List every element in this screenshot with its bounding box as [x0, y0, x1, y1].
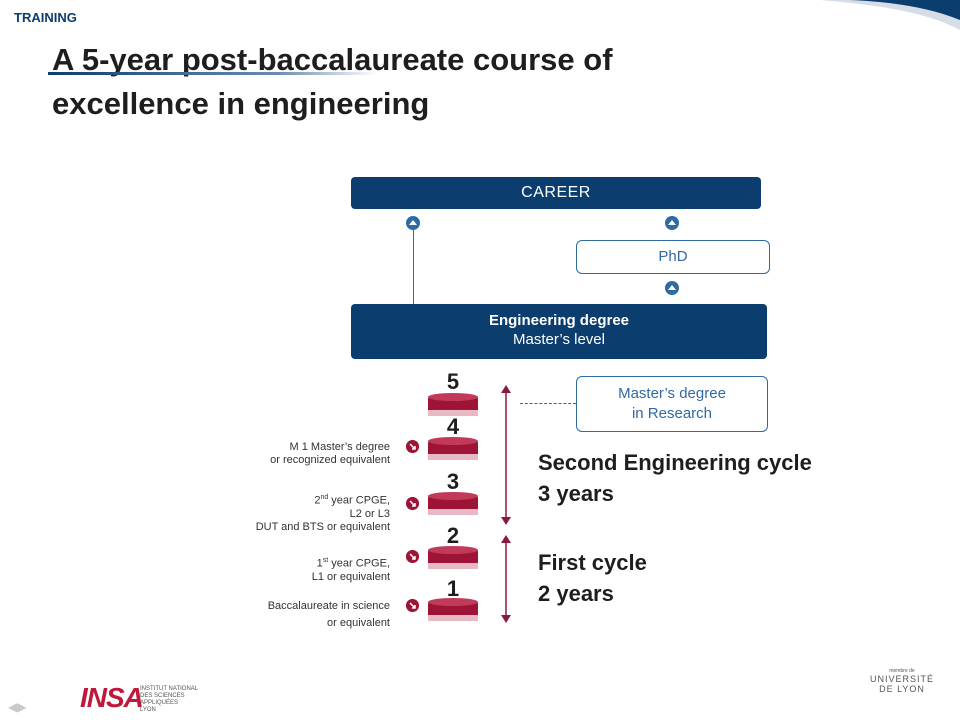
entry-label-bac: Baccalaureate in science or equivalent: [190, 598, 390, 632]
entry-label-sup: nd: [320, 494, 329, 501]
entry-label-year1: 1st year CPGE, L1 or equivalent: [190, 554, 390, 584]
second-cycle-title: Second Engineering cycle: [538, 450, 812, 475]
year-number-2: 2: [446, 523, 460, 548]
masters-research-box: Master’s degree in Research: [576, 376, 768, 432]
year-number-4: 4: [446, 414, 460, 439]
section-tag: TRAINING: [14, 10, 77, 25]
entry-label-line: Baccalaureate in science: [267, 600, 390, 612]
entry-label-line: 2nd year CPGE,: [190, 491, 390, 508]
entry-label-text: 1: [316, 557, 323, 570]
pointer-bullet-icon: [406, 497, 419, 510]
insa-sub-line: DES SCIENCES: [140, 693, 185, 699]
insa-sub-line: LYON: [140, 707, 156, 713]
lyon-logo-small: membre de: [889, 668, 915, 674]
connector-line: [413, 230, 414, 304]
insa-sub-line: INSTITUT NATIONAL: [140, 686, 199, 692]
up-arrow-icon: [665, 281, 679, 295]
page-title: A 5-year post-baccalaureate course of ex…: [52, 38, 772, 126]
insa-logo: INSA: [80, 682, 144, 713]
year-number-1: 1: [446, 576, 460, 601]
entry-label-line: L2 or L3: [349, 507, 390, 520]
engineering-degree-label: Engineering degree: [488, 312, 630, 329]
year-disk-5: [428, 393, 478, 416]
entry-label-line: M 1 Master’s degree: [289, 441, 390, 453]
entry-label-year2: 2nd year CPGE, L2 or L3 DUT and BTS or e…: [190, 491, 390, 534]
pointer-bullet-icon: [406, 440, 419, 453]
year-number-5: 5: [446, 369, 460, 394]
first-cycle-title: First cycle: [538, 550, 647, 575]
second-cycle-duration: 3 years: [538, 481, 614, 506]
year-disk-4: [428, 437, 478, 460]
lyon-logo-text: UNIVERSITÉ DE LYON: [869, 674, 934, 694]
first-cycle-duration: 2 years: [538, 581, 614, 606]
entry-label-text: 2: [314, 494, 321, 507]
year-disk-3: [428, 492, 478, 515]
entry-label-line: 1st year CPGE,: [190, 554, 390, 571]
masters-level-label: Master’s level: [513, 331, 605, 348]
entry-label-line: DUT and BTS or equivalent: [255, 520, 390, 533]
pointer-bullet-icon: [406, 550, 419, 563]
career-box: CAREER: [351, 177, 761, 209]
entry-label-text: year CPGE,: [328, 557, 390, 570]
entry-label-m1: M 1 Master’s degree or recognized equiva…: [190, 441, 390, 467]
insa-sub-line: APPLIQUÉES: [140, 700, 179, 706]
year-disk-2: [428, 546, 478, 569]
nav-arrow-icon[interactable]: ◀▶: [8, 700, 27, 714]
title-underline: [48, 72, 378, 75]
page-title-line-1: A 5-year post-baccalaureate course of: [52, 42, 613, 77]
entry-label-text: year CPGE,: [328, 494, 390, 507]
second-cycle-range-arrow: [501, 385, 511, 525]
first-cycle-label: First cycle 2 years: [538, 547, 647, 609]
up-arrow-icon: [406, 216, 420, 230]
year-disk-1: [428, 598, 478, 621]
masters-research-line-2: in Research: [631, 405, 713, 422]
entry-label-sup: st: [322, 557, 329, 564]
pointer-bullet-icon: [406, 599, 419, 612]
phd-box: PhD: [576, 240, 770, 274]
engineering-degree-box: Engineering degree Master’s level: [351, 304, 767, 359]
entry-label-line: or equivalent: [327, 617, 390, 629]
year-number-3: 3: [446, 469, 460, 494]
entry-label-line: or recognized equivalent: [270, 454, 390, 466]
entry-label-line: L1 or equivalent: [311, 570, 390, 583]
page-title-line-2: excellence in engineering: [52, 86, 430, 121]
insa-logo-subtitle: INSTITUT NATIONAL DES SCIENCES APPLIQUÉE…: [140, 686, 198, 714]
first-cycle-range-arrow: [501, 535, 511, 623]
corner-swoosh-decoration: [820, 0, 960, 30]
masters-research-line-1: Master’s degree: [618, 385, 726, 402]
dashed-connector: [520, 403, 576, 404]
second-cycle-label: Second Engineering cycle 3 years: [538, 447, 812, 509]
universite-de-lyon-logo: membre de UNIVERSITÉ DE LYON: [862, 668, 942, 694]
up-arrow-icon: [665, 216, 679, 230]
